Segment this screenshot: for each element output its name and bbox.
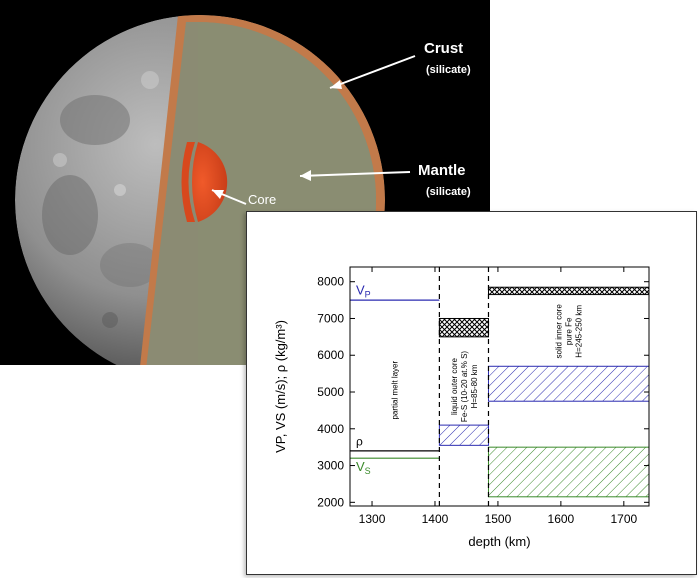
vp-label: VP (356, 283, 371, 300)
seismic-profile-chart: 1300 1400 1500 1600 1700 2000 3000 4000 5000 6000… (273, 266, 650, 549)
crater (53, 153, 67, 167)
core-section (192, 142, 228, 222)
y-axis-label: VP, VS (m/s); ρ (kg/m³) (273, 320, 288, 453)
series-band-ρ-2 (487, 286, 650, 296)
crust-arrow (329, 55, 416, 89)
mantle-arrow (299, 171, 411, 177)
x-tick-label: 1500 (485, 512, 512, 526)
mantle-label: Mantle (418, 162, 466, 179)
crust-label: Crust (424, 40, 464, 57)
core-arrowhead (212, 190, 224, 199)
zone-annotation-line: pure Fe (565, 317, 574, 345)
crater (141, 71, 159, 89)
y-tick-label: 3000 (317, 459, 344, 473)
rho-label: ρ (356, 434, 363, 448)
plot-frame (349, 266, 650, 507)
zone-annotation-line: H=245-250 km (575, 305, 584, 358)
crater (102, 312, 118, 328)
series-band-VP-2 (487, 365, 650, 402)
crust-arrowhead (330, 80, 342, 89)
zone-annotation-line: liquid outer core (450, 357, 459, 414)
mantle-sub-label: (silicate) (426, 186, 471, 198)
crust-sub-label: (silicate) (426, 64, 471, 76)
y-tick-label: 4000 (317, 422, 344, 436)
y-tick-label: 8000 (317, 275, 344, 289)
core-label: Core (248, 192, 277, 207)
mare (42, 175, 98, 255)
crater (114, 184, 126, 196)
y-tick-label: 5000 (317, 385, 344, 399)
x-axis-label: depth (km) (468, 534, 530, 549)
zone-annotation-0: partial melt layer (391, 360, 400, 419)
y-tick-label: 6000 (317, 348, 344, 362)
mare (60, 95, 130, 145)
series-band-VP-1 (438, 424, 489, 446)
mare (100, 243, 160, 287)
seismic-profile-panel: 1300 1400 1500 1600 1700 2000 3000 4000 5000 6000… (246, 211, 697, 575)
y-tick-label: 2000 (317, 495, 344, 509)
zone-annotation-line: Fe-S (10-20 at.% S) (460, 351, 469, 422)
core-cut-face (181, 142, 195, 222)
zone-annotation-line: H=85-80 km (470, 364, 479, 408)
x-tick-label: 1400 (422, 512, 449, 526)
x-tick-label: 1700 (610, 512, 637, 526)
mantle-arrowhead (300, 170, 311, 181)
series-band-VS-1 (487, 446, 650, 498)
x-tick-label: 1300 (359, 512, 386, 526)
vs-label: VS (356, 459, 371, 476)
y-tick-label: 7000 (317, 311, 344, 325)
series-band-ρ-1 (438, 317, 489, 338)
zone-annotation-line: partial melt layer (391, 360, 400, 419)
x-tick-label: 1600 (548, 512, 575, 526)
zone-annotation-line: solid inner core (555, 304, 564, 359)
